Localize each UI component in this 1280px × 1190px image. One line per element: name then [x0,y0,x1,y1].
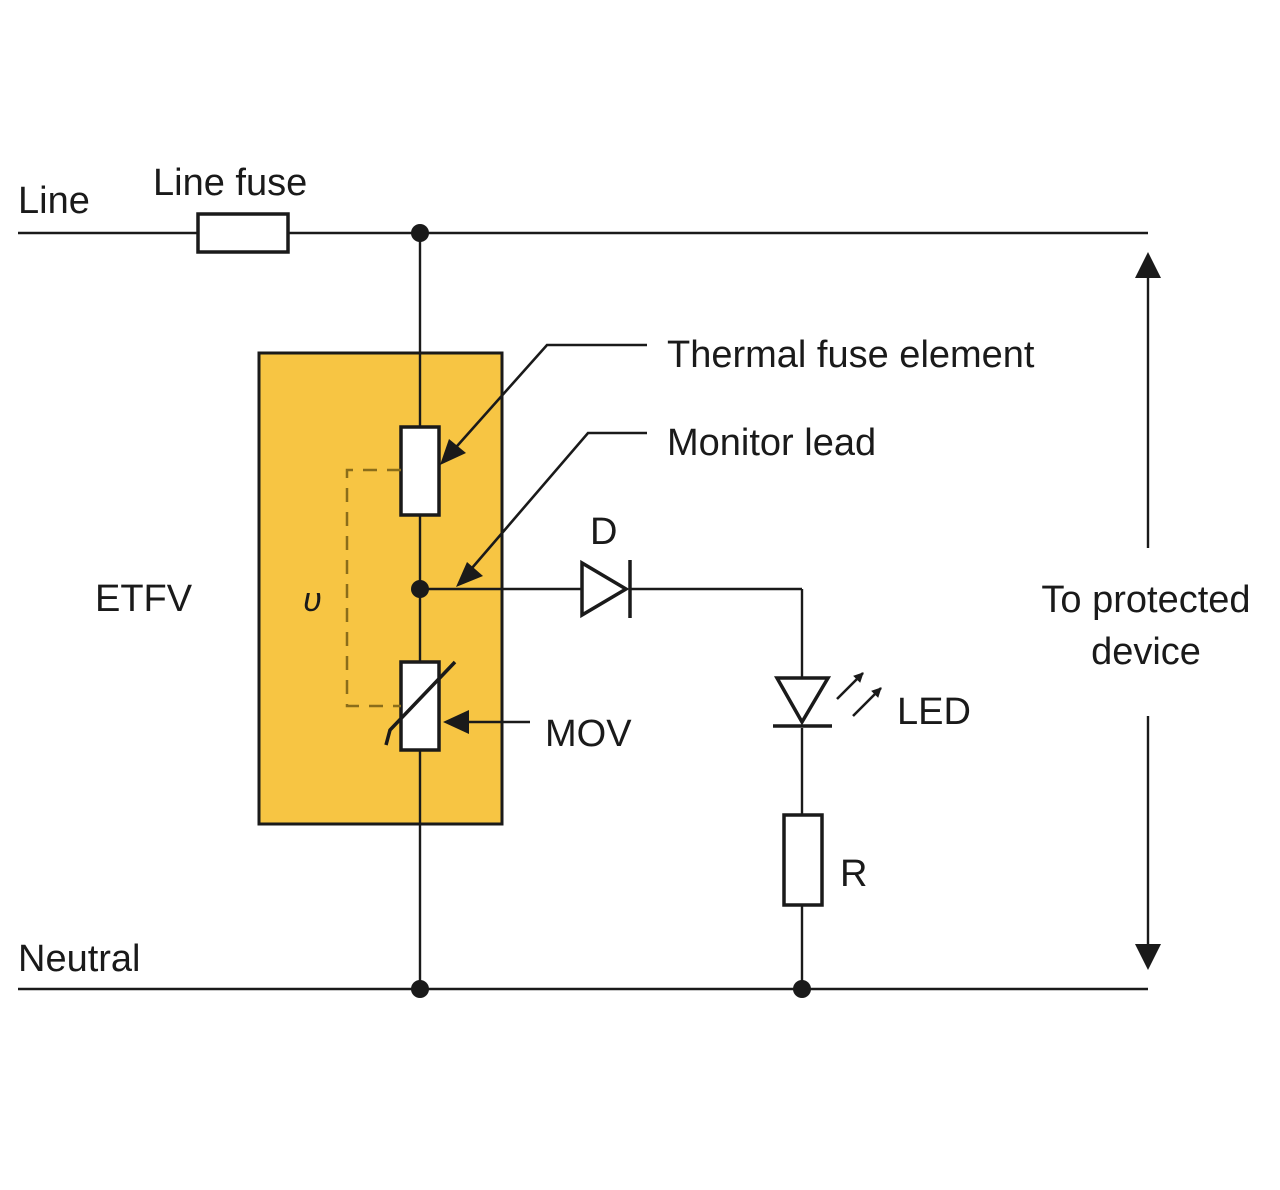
etfv-label: ETFV [95,578,193,620]
line-fuse-symbol [196,212,290,254]
thermal-fuse-element-symbol [399,425,441,517]
protected-device-arrow [1135,252,1161,970]
led-symbol [773,672,882,728]
to-protected-device-label-line1: To protected [1041,579,1250,621]
thermal-fuse-leader [449,343,647,455]
thermal-fuse-element-label: Thermal fuse element [667,334,1035,376]
monitor-lead-label: Monitor lead [667,422,876,464]
diode-symbol [580,559,632,619]
resistor-symbol [782,813,824,907]
thermal-coupling-dashed [345,468,401,708]
mov-arrowhead [443,710,469,734]
junction-dot-neutral-left [411,980,429,998]
resistor-label: R [840,853,867,895]
neutral-label: Neutral [18,938,141,980]
junction-dot-line [411,224,429,242]
monitor-lead-leader [465,431,647,576]
diode-label: D [590,511,617,553]
to-protected-device-label-line2: device [1091,631,1201,673]
junction-dot-neutral-right [793,980,811,998]
line-label: Line [18,180,90,222]
thermal-fuse-arrowhead [440,439,466,465]
upsilon-label: υ [303,581,322,619]
monitor-branch-wire [420,587,804,989]
led-label: LED [897,691,971,733]
line-fuse-label: Line fuse [153,162,307,204]
monitor-lead-arrowhead [456,562,483,587]
junction-dot-monitor [411,580,429,598]
mov-label: MOV [545,713,632,755]
